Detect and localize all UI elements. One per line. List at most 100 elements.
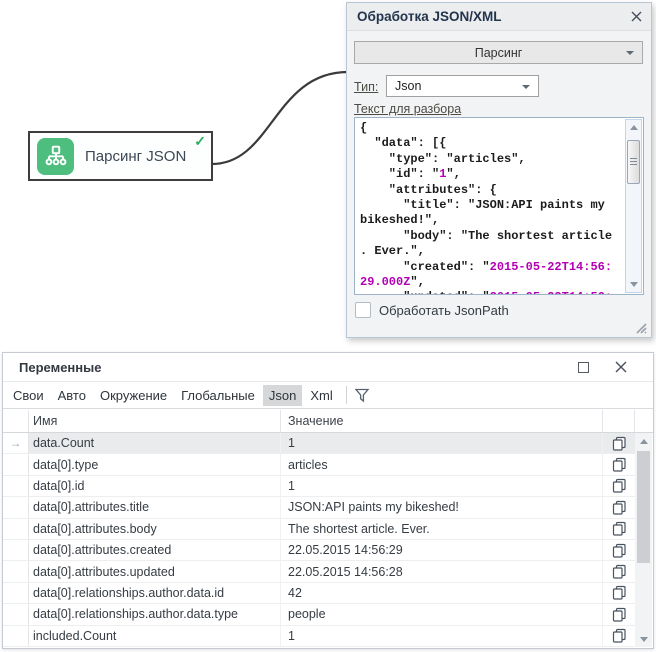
tab-свои[interactable]: Свои	[13, 387, 44, 403]
variable-value: 1	[281, 475, 603, 497]
tab-xml[interactable]: Xml	[310, 387, 333, 403]
copy-column-header	[603, 410, 635, 432]
action-dropdown[interactable]: Парсинг	[354, 41, 643, 64]
variable-name: data[0].attributes.title	[29, 497, 281, 518]
variable-value: people	[281, 604, 603, 625]
variable-name: data[0].attributes.created	[29, 539, 281, 561]
row-gutter: →	[3, 625, 29, 646]
row-gutter: →	[3, 433, 29, 454]
sitemap-icon	[37, 137, 74, 175]
resize-grip-icon[interactable]	[633, 320, 647, 334]
panel-title-bar: Обработка JSON/XML	[347, 3, 651, 31]
variable-name: included.Count	[29, 625, 281, 646]
type-label: Тип:	[354, 80, 379, 94]
gutter-column-header	[3, 410, 29, 432]
variables-title: Переменные	[19, 359, 102, 375]
variable-value: JSON:API paints my bikeshed!	[281, 497, 603, 518]
copy-icon[interactable]	[603, 561, 635, 581]
panel-title: Обработка JSON/XML	[357, 9, 502, 24]
variable-value: 1	[281, 625, 603, 646]
json-xml-properties-panel: Обработка JSON/XML Парсинг Тип: Json Тек…	[346, 2, 652, 338]
row-gutter: →	[3, 604, 29, 625]
variable-name: data[0].id	[29, 475, 281, 497]
scrollbar-thumb[interactable]	[637, 451, 650, 563]
copy-icon[interactable]	[603, 454, 635, 474]
node-label: Парсинг JSON	[85, 147, 187, 165]
close-icon[interactable]	[615, 361, 627, 373]
table-row[interactable]: → included.Count 1	[3, 625, 635, 647]
scroll-up-icon[interactable]	[626, 120, 641, 135]
column-header-value[interactable]: Значение	[281, 410, 603, 432]
copy-icon[interactable]	[603, 626, 635, 646]
table-row[interactable]: → data[0].relationships.author.data.id 4…	[3, 582, 635, 605]
jsonpath-checkbox[interactable]: Обработать JsonPath	[355, 302, 509, 318]
variable-value: articles	[281, 454, 603, 475]
row-gutter: →	[3, 561, 29, 582]
tab-json[interactable]: Json	[262, 384, 303, 406]
row-gutter: →	[3, 582, 29, 604]
variables-title-bar: Переменные	[3, 353, 653, 382]
variable-name: data[0].attributes.body	[29, 518, 281, 539]
table-row[interactable]: → data[0].attributes.body The shortest a…	[3, 518, 635, 540]
copy-icon[interactable]	[603, 497, 635, 517]
type-dropdown-value: Json	[395, 79, 422, 93]
chevron-down-icon	[626, 51, 634, 55]
variable-name: data[0].type	[29, 454, 281, 475]
copy-icon[interactable]	[603, 604, 635, 624]
copy-icon[interactable]	[603, 433, 635, 454]
table-scrollbar[interactable]	[635, 433, 652, 647]
row-gutter: →	[3, 539, 29, 561]
row-gutter: →	[3, 497, 29, 518]
jsonpath-checkbox-label: Обработать JsonPath	[379, 302, 509, 318]
tab-окружение[interactable]: Окружение	[99, 387, 168, 403]
copy-icon[interactable]	[603, 583, 635, 603]
copy-icon[interactable]	[603, 540, 635, 560]
maximize-icon[interactable]	[578, 362, 589, 373]
json-text-editor[interactable]: { "data": [{ "type": "articles", "id": "…	[354, 117, 644, 295]
variable-value: 1	[281, 433, 603, 454]
variable-name: data[0].relationships.author.data.type	[29, 604, 281, 625]
variable-name: data.Count	[29, 433, 281, 454]
json-code[interactable]: { "data": [{ "type": "articles", "id": "…	[360, 121, 613, 294]
scroll-down-icon[interactable]	[626, 277, 641, 292]
editor-scrollbar[interactable]	[625, 119, 642, 293]
table-row[interactable]: → data.Count 1	[3, 433, 635, 455]
success-check-icon: ✓	[194, 133, 206, 149]
variables-tabs: Свои Авто Окружение Глобальные Json Xml	[3, 382, 653, 409]
variable-value: The shortest article. Ever.	[281, 518, 603, 539]
table-row[interactable]: → data[0].type articles	[3, 454, 635, 476]
variable-name: data[0].attributes.updated	[29, 561, 281, 582]
variables-table: → data.Count 1 → data[0].type articles →…	[3, 433, 635, 647]
column-header-name[interactable]: Имя	[29, 410, 281, 432]
copy-icon[interactable]	[603, 519, 635, 539]
action-dropdown-value: Парсинг	[474, 45, 523, 60]
variable-name: data[0].relationships.author.data.id	[29, 582, 281, 604]
flow-node-parsing-json[interactable]: Парсинг JSON ✓	[28, 131, 213, 181]
table-row[interactable]: → data[0].relationships.author.data.type…	[3, 604, 635, 626]
scrollbar-thumb[interactable]	[627, 140, 640, 184]
variable-value: 42	[281, 582, 603, 604]
variables-window: Переменные Свои Авто Окружение Глобальные Js…	[2, 352, 654, 649]
chevron-down-icon	[522, 85, 530, 89]
table-row[interactable]: → data[0].id 1	[3, 475, 635, 498]
scroll-column-header	[635, 410, 653, 432]
table-row[interactable]: → data[0].attributes.title JSON:API pain…	[3, 497, 635, 519]
scroll-down-icon[interactable]	[635, 631, 652, 647]
parse-text-label: Текст для разбора	[354, 102, 462, 116]
table-header: Имя Значение	[3, 410, 653, 433]
copy-icon[interactable]	[603, 476, 635, 496]
tabs-divider	[345, 386, 347, 404]
variable-value: 22.05.2015 14:56:28	[281, 561, 603, 582]
row-gutter: →	[3, 518, 29, 539]
table-row[interactable]: → data[0].attributes.updated 22.05.2015 …	[3, 561, 635, 583]
checkbox-box[interactable]	[355, 302, 371, 318]
scroll-up-icon[interactable]	[635, 433, 652, 449]
tab-авто[interactable]: Авто	[57, 387, 86, 403]
table-row[interactable]: → data[0].attributes.created 22.05.2015 …	[3, 539, 635, 562]
row-gutter: →	[3, 454, 29, 475]
filter-icon[interactable]	[354, 388, 370, 403]
type-dropdown[interactable]: Json	[386, 75, 539, 97]
tab-глобальные[interactable]: Глобальные	[181, 387, 255, 403]
close-icon[interactable]	[631, 11, 642, 22]
